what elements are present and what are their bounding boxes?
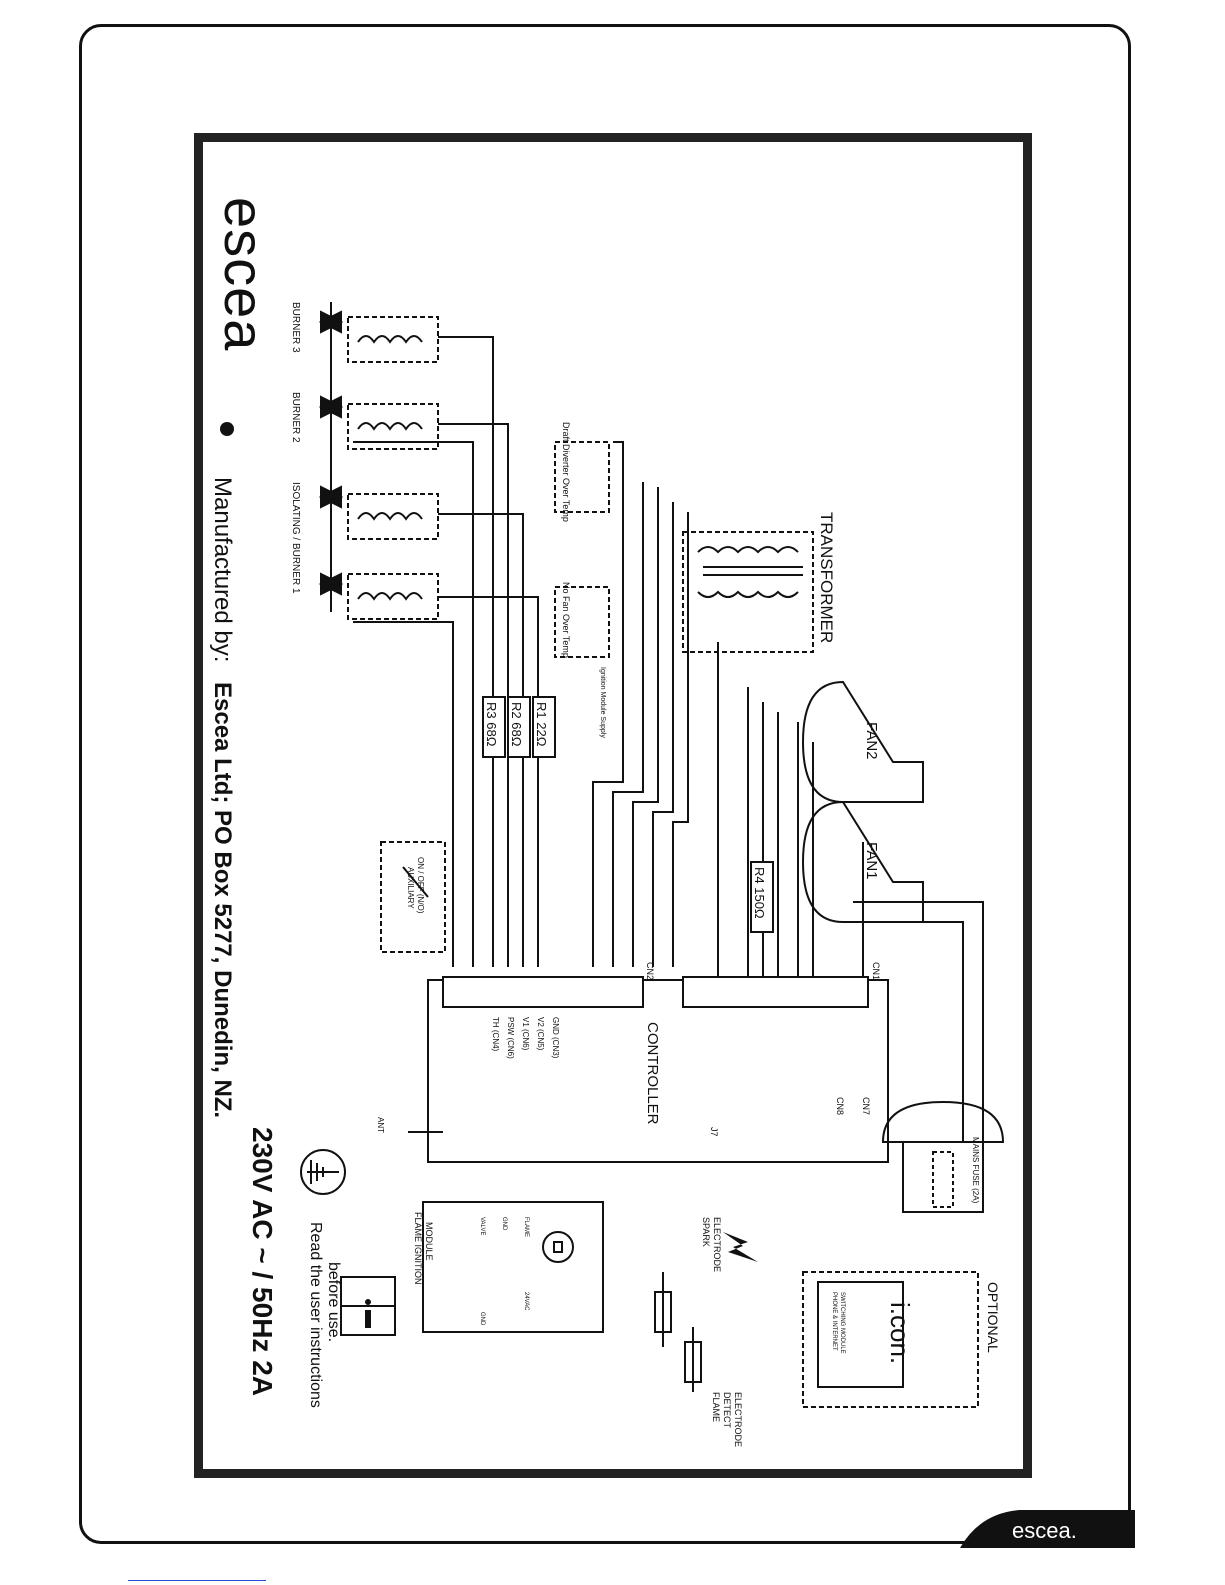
- resistors: [482, 696, 774, 933]
- icon-module-line1: PHONE & INTERNET: [831, 1292, 837, 1351]
- burner-1-label: ISOLATING / BURNER 1: [290, 482, 301, 594]
- flame-ignition-line1: FLAME IGNITION: [413, 1212, 423, 1285]
- module-pin-gnd: GND: [501, 1217, 507, 1231]
- module-pin-flame: FLAME: [523, 1217, 529, 1237]
- mains-fuse-label: MAINS FUSE (2A): [971, 1137, 980, 1204]
- resistor-r4: R4 150Ω: [752, 867, 767, 919]
- spark-electrode-line2: ELECTRODE: [712, 1217, 722, 1272]
- wiring-diagram-frame: escea Manufactured by: Escea Ltd; PO Box…: [194, 133, 1032, 1478]
- read-instructions-line1: Read the user instructions: [307, 1222, 324, 1408]
- fan2-label: FAN2: [863, 722, 880, 760]
- brand-logo: escea: [213, 197, 276, 351]
- wiring-diagram-panel: escea Manufactured by: Escea Ltd; PO Box…: [203, 142, 1023, 1469]
- resistor-r1: R1 22Ω: [534, 702, 549, 747]
- optional-label: OPTIONAL: [985, 1282, 1001, 1353]
- cn8-label: CN8: [835, 1097, 845, 1115]
- page-frame: [79, 24, 1131, 1544]
- controller-label: CONTROLLER: [644, 1022, 661, 1125]
- footer-link-underline: [128, 1580, 266, 1581]
- resistor-r2: R2 68Ω: [509, 702, 524, 747]
- ant-label: ANT: [376, 1117, 385, 1133]
- pin-psw: PSW (CN6): [506, 1017, 515, 1059]
- ignition-supply-label: Ignition Module Supply: [599, 667, 606, 738]
- flame-detect-line1: FLAME: [711, 1392, 721, 1422]
- rating-label: 230V AC ~ / 50Hz 2A: [247, 1127, 278, 1396]
- cn7-label: CN7: [861, 1097, 871, 1115]
- wiring-diagram: escea Manufactured by: Escea Ltd; PO Box…: [209, 197, 1005, 1447]
- spark-electrode-line1: SPARK: [701, 1217, 711, 1247]
- burner-solenoids: [318, 302, 439, 620]
- resistor-r3: R3 68Ω: [484, 702, 499, 747]
- no-fan-over-temp-label: No Fan Over Temp: [561, 582, 571, 658]
- spark-bolt-icon: [723, 1232, 758, 1262]
- earth-ground-icon: [300, 1149, 346, 1195]
- cn1-label: CN1: [871, 962, 881, 980]
- icon-brand-label: i.con.: [885, 1302, 915, 1364]
- wiring-bus: [353, 336, 1005, 1408]
- instruction-book-icon: [340, 1276, 396, 1336]
- pin-th: TH (CN4): [491, 1017, 500, 1052]
- pin-v1: V1 (CN6): [521, 1017, 530, 1051]
- fan1-label: FAN1: [863, 842, 880, 880]
- flame-ignition-line2: MODULE: [424, 1222, 434, 1261]
- module-pin-valve: VALVE: [479, 1217, 485, 1235]
- flame-detect-line3: ELECTRODE: [733, 1392, 743, 1447]
- manufactured-by-label: Manufactured by:: [209, 477, 236, 662]
- pin-v2: V2 (CN5): [536, 1017, 545, 1051]
- manufacturer-address: Escea Ltd; PO Box 5277, Dunedin, NZ.: [209, 682, 236, 1118]
- cn2-label: CN2: [645, 962, 655, 980]
- burner-2-label: BURNER 2: [290, 392, 301, 443]
- read-instructions-line2: before use.: [325, 1262, 342, 1342]
- auxiliary-onoff-label: ON / OFF (N/O): [416, 857, 425, 914]
- j7-label: J7: [709, 1127, 719, 1137]
- transformer-label: TRANSFORMER: [817, 512, 836, 643]
- footer-brand-tab: escea.: [960, 1510, 1135, 1548]
- flame-detect-line2: DETECT: [722, 1392, 732, 1429]
- auxiliary-label: AUXILIARY: [406, 867, 415, 909]
- brand-logo-dot: [220, 422, 234, 436]
- module-pin-24vac: 24VAC: [523, 1292, 529, 1311]
- burner-3-label: BURNER 3: [290, 302, 301, 353]
- icon-module-line2: SWITCHING MODULE: [839, 1292, 845, 1354]
- footer-brand: escea.: [1012, 1518, 1077, 1543]
- draft-diverter-label: Draft Diverter Over Temp: [561, 422, 571, 522]
- pin-gnd: GND (CN3): [551, 1017, 560, 1059]
- module-pin-gnd2: GND: [479, 1312, 485, 1326]
